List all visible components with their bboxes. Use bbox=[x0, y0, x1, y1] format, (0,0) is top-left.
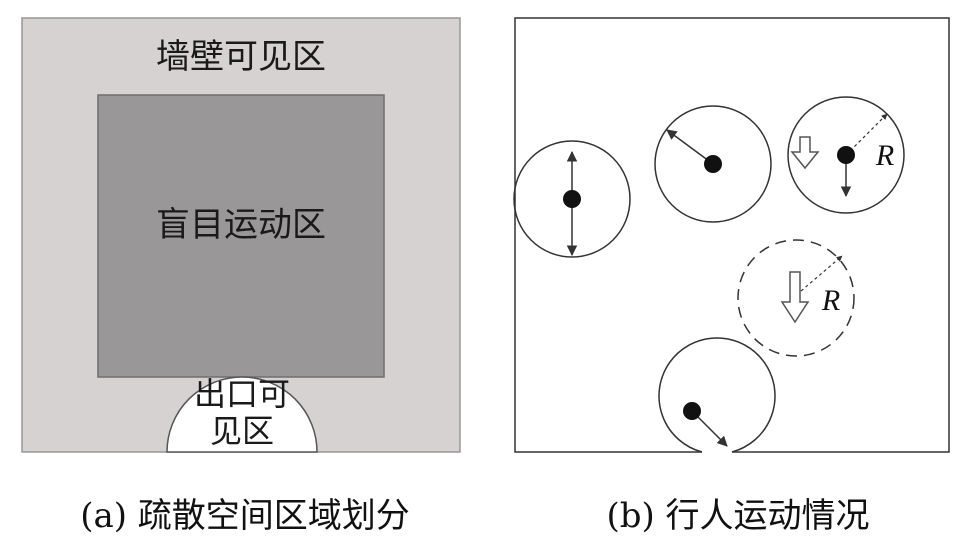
pedestrian-dot bbox=[704, 155, 722, 173]
panel-a: 墙壁可见区 盲目运动区 出口可 见区 bbox=[21, 17, 461, 453]
panel-b: R R bbox=[513, 17, 950, 454]
pedestrian-dot bbox=[837, 146, 855, 164]
caption-a: (a) 疏散空间区域划分 bbox=[80, 496, 410, 536]
pedestrian-left bbox=[513, 140, 631, 258]
pedestrian-bottom bbox=[658, 337, 776, 453]
radius-line bbox=[800, 255, 843, 292]
radius-label: R bbox=[875, 139, 894, 172]
hollow-down-arrow-icon bbox=[790, 136, 820, 170]
exit-visible-zone bbox=[166, 376, 318, 453]
room-boundary bbox=[514, 17, 950, 453]
exit-zone-label-line2: 见区 bbox=[210, 412, 274, 450]
perception-circle bbox=[654, 105, 772, 223]
pedestrian-dot bbox=[563, 190, 581, 208]
perception-circle bbox=[787, 96, 905, 214]
pedestrian-top-right: R bbox=[787, 96, 905, 214]
exit-zone-label-line1: 出口可 bbox=[194, 375, 290, 413]
perception-circle-dashed bbox=[737, 239, 855, 357]
pedestrian-top-middle bbox=[654, 105, 772, 223]
radius-label: R bbox=[821, 284, 840, 317]
blind-movement-zone bbox=[97, 94, 385, 378]
caption-b: (b) 行人运动情况 bbox=[606, 496, 869, 536]
perception-circle bbox=[513, 140, 631, 258]
pedestrian-dot bbox=[683, 402, 701, 420]
dashed-perception-zone: R bbox=[737, 239, 855, 357]
perception-circle bbox=[658, 337, 776, 453]
direction-arrow-icon bbox=[666, 129, 714, 165]
blind-zone-label: 盲目运动区 bbox=[156, 205, 326, 245]
wall-zone-label: 墙壁可见区 bbox=[156, 37, 326, 77]
hollow-down-arrow-icon bbox=[780, 271, 810, 324]
radius-line bbox=[845, 113, 888, 156]
